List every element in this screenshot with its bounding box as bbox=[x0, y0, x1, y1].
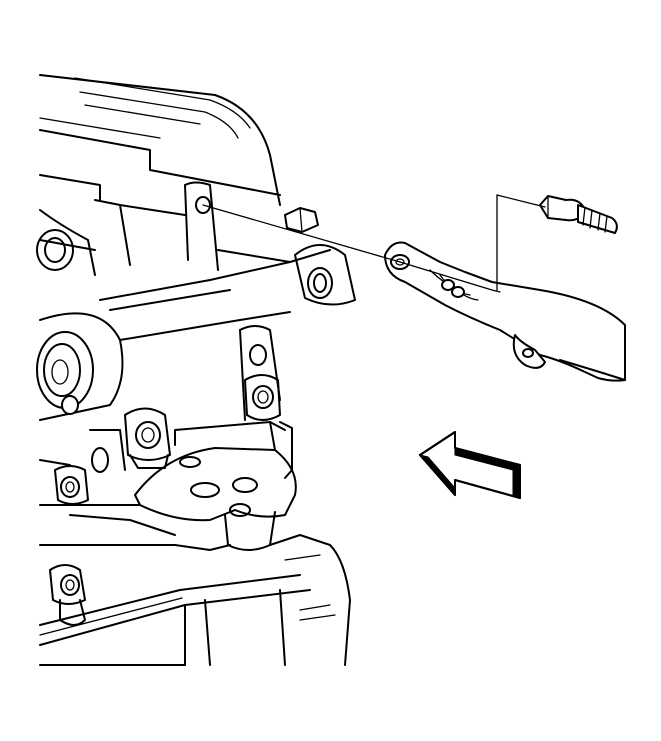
arrow-left-icon bbox=[418, 431, 521, 499]
bolt-icon bbox=[539, 195, 618, 234]
leader-lines bbox=[202, 194, 546, 293]
engine-mount-bracket bbox=[134, 421, 297, 551]
harness-bolt bbox=[539, 195, 618, 234]
engine-block bbox=[36, 74, 356, 666]
wiring-harness-bracket bbox=[384, 241, 626, 382]
engine-bolt bbox=[284, 207, 319, 233]
